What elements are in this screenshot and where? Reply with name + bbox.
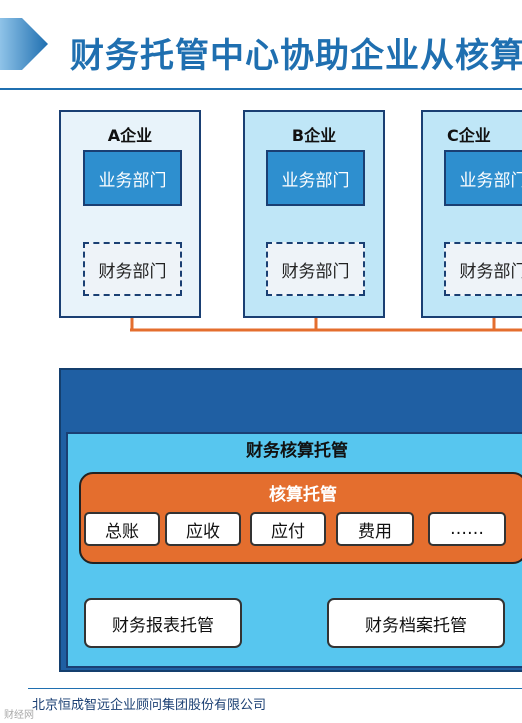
enterprise-a-finance-dept: 财务部门 bbox=[83, 242, 182, 296]
receivable-item: 应收 bbox=[165, 512, 241, 546]
enterprise-c-business-dept: 业务部门 bbox=[444, 150, 522, 206]
footer-company: 北京恒成智远企业顾问集团股份有限公司 bbox=[32, 698, 267, 713]
page-title: 财务托管中心协助企业从核算 bbox=[70, 36, 522, 76]
enterprise-c-finance-dept: 财务部门 bbox=[444, 242, 522, 296]
title-divider bbox=[0, 88, 522, 90]
enterprise-c-label: C企业 bbox=[447, 126, 491, 145]
archive-hosting-box: 财务档案托管 bbox=[327, 598, 505, 648]
expense-item: 费用 bbox=[336, 512, 414, 546]
enterprise-a-label: A企业 bbox=[107, 126, 153, 145]
payable-item: 应付 bbox=[250, 512, 326, 546]
enterprise-b-business-dept: 业务部门 bbox=[266, 150, 365, 206]
footer-divider bbox=[28, 688, 522, 689]
enterprise-a-business-dept: 业务部门 bbox=[83, 150, 182, 206]
header-chevron bbox=[0, 18, 48, 70]
report-hosting-box: 财务报表托管 bbox=[84, 598, 242, 648]
more-item: …… bbox=[428, 512, 506, 546]
enterprise-b-finance-dept: 财务部门 bbox=[266, 242, 365, 296]
accounting-hosting-panel-title: 财务核算托管 bbox=[246, 441, 348, 461]
watermark: 财经网 bbox=[4, 710, 34, 721]
enterprise-b-label: B企业 bbox=[291, 126, 337, 145]
ledger-item: 总账 bbox=[84, 512, 160, 546]
core-accounting-title: 核算托管 bbox=[269, 485, 337, 505]
